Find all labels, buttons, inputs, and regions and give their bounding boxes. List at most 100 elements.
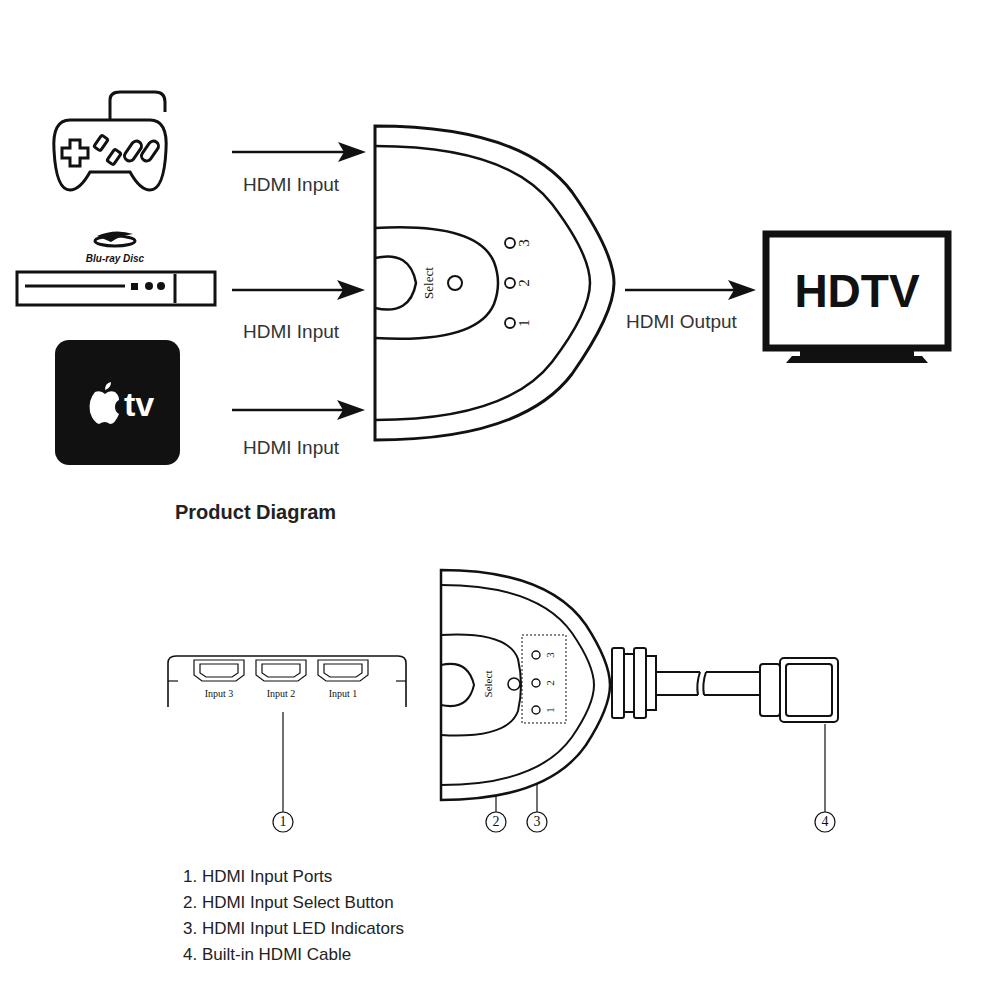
hdmi-cable-part (634, 648, 646, 718)
callout-leaders-part (824, 724, 825, 812)
hdmi-cable-part (624, 654, 634, 712)
signal-arrow (232, 400, 365, 420)
edge-label: HDMI Output (626, 312, 737, 333)
bluray-player-outline-part (17, 272, 215, 305)
bluray-player-outline-part (95, 236, 135, 246)
apple-tv-box: tv (55, 340, 180, 465)
hdmi-cable (612, 648, 838, 722)
input-arrow (232, 142, 366, 162)
hdtv-outline-part (766, 234, 948, 348)
hdmi-input-ports-outline-part (194, 660, 244, 681)
hdmi-switch-outline-part (375, 256, 416, 309)
hdmi-switch-detail-outline-part (441, 664, 474, 706)
hdtv: HDTV (762, 230, 952, 364)
hdtv-outline-part (800, 348, 914, 356)
node-text: Select (422, 267, 435, 299)
hdmi-switch-detail-outline-part (522, 635, 566, 723)
node-text: Input 1 (329, 689, 358, 699)
hdmi-switch-detail-outline-part (532, 679, 540, 687)
callout-leaders-part (486, 812, 506, 832)
callout-leaders-part (815, 812, 835, 832)
edge-label: HDMI Input (243, 322, 339, 343)
node-text: 3 (517, 239, 532, 247)
node-text: Input 3 (205, 689, 234, 699)
bluray-player-outline (15, 228, 217, 308)
gamepad-icon-part (123, 139, 144, 163)
hdmi-switch-detail-outline-part (441, 585, 594, 785)
hdmi-cable-part (697, 672, 700, 695)
callout-number: 1 (280, 814, 287, 829)
hdmi-switch-outline-part (505, 278, 515, 288)
apple-tv-box-outline-part (105, 382, 111, 390)
bluray-player: Blu-ray Disc (15, 228, 217, 308)
arrow-line (232, 289, 351, 292)
hdmi-switch-outline-part (448, 276, 462, 290)
callout-leaders-part (282, 712, 283, 812)
hdmi-cable-part (760, 664, 780, 716)
hdmi-switch-outline (372, 122, 617, 444)
hdmi-switch-detail-outline (438, 567, 613, 803)
hdmi-switch-outline-part (375, 126, 614, 440)
gamepad-icon-part (62, 140, 88, 166)
hdmi-cable-part (646, 656, 656, 710)
hdmi-switch-outline-part (505, 318, 515, 328)
gamepad-icon-part (54, 120, 166, 190)
hdmi-input-ports: Input 3 Input 2 Input 1 (166, 653, 408, 709)
hdmi-switch-outline-part (375, 146, 590, 420)
callout-number: 2 (493, 814, 500, 829)
input-arrow-part (232, 151, 350, 154)
hdmi-switch-detail: Select321 (438, 567, 613, 803)
bluray-player-outline-part (157, 282, 165, 290)
hdmi-switch-outline-part (505, 238, 515, 248)
part-list-item: 1. HDMI Input Ports (183, 868, 332, 887)
part-list-item: 4. Built-in HDMI Cable (183, 946, 351, 965)
bluray-player-outline-part (174, 274, 177, 303)
callout-number: 3 (534, 814, 541, 829)
node-text: 2 (545, 680, 556, 686)
apple-tv-box-outline-part (90, 391, 119, 424)
hdmi-input-ports-outline-part (318, 660, 368, 681)
hdmi-cable-part (612, 648, 624, 718)
callout-leaders-part (527, 812, 547, 832)
hdmi-switch-detail-outline-part (508, 678, 520, 690)
node-text: Input 2 (267, 689, 296, 699)
gamepad-icon-part (110, 92, 165, 120)
hdtv-outline-part (786, 356, 928, 363)
arrow-line (232, 409, 351, 412)
hdmi-switch-outline-part (375, 227, 498, 339)
node-text: 1 (517, 319, 532, 327)
callout-number: 4 (822, 814, 829, 829)
hdmi-input-ports-outline-part (168, 680, 178, 681)
hdmi-input-ports-outline (166, 653, 408, 709)
hdmi-input-ports-outline-part (256, 660, 306, 681)
bluray-player-outline-part (145, 282, 153, 290)
signal-arrow (625, 280, 756, 300)
hdmi-input-ports-outline-part (396, 680, 406, 681)
node-text: HDTV (794, 268, 919, 314)
bluray-player-outline-part (131, 283, 138, 290)
arrow-head (728, 280, 756, 300)
node-text: tv (124, 387, 154, 421)
hdmi-cable-part (704, 672, 760, 695)
edge-label: HDMI Input (243, 438, 339, 459)
hdmi-switch-detail-outline-part (532, 706, 540, 714)
part-list-item: 2. HDMI Input Select Button (183, 894, 394, 913)
gamepad-icon-part (107, 149, 122, 165)
node-text: Select (483, 671, 494, 698)
hdmi-switch-detail-outline-part (532, 651, 540, 659)
arrow-head (337, 280, 365, 300)
node-text: 3 (545, 652, 556, 658)
gamepad-icon-part (94, 135, 109, 151)
gamepad-icon (54, 92, 166, 190)
hdmi-switch-detail-outline-part (441, 570, 610, 800)
apple-tv-box-outline-part (55, 340, 180, 465)
arrow-head (337, 400, 365, 420)
hdmi-input-ports-outline-part (168, 656, 406, 707)
hdmi-cable-part (786, 664, 832, 716)
callout-leaders-part (273, 812, 293, 832)
hdmi-cable-part (780, 658, 838, 722)
input-arrow-part (338, 142, 366, 162)
node-text: 2 (517, 279, 532, 287)
node-text: Blu-ray Disc (86, 254, 144, 264)
part-list-item: 3. HDMI Input LED Indicators (183, 920, 404, 939)
